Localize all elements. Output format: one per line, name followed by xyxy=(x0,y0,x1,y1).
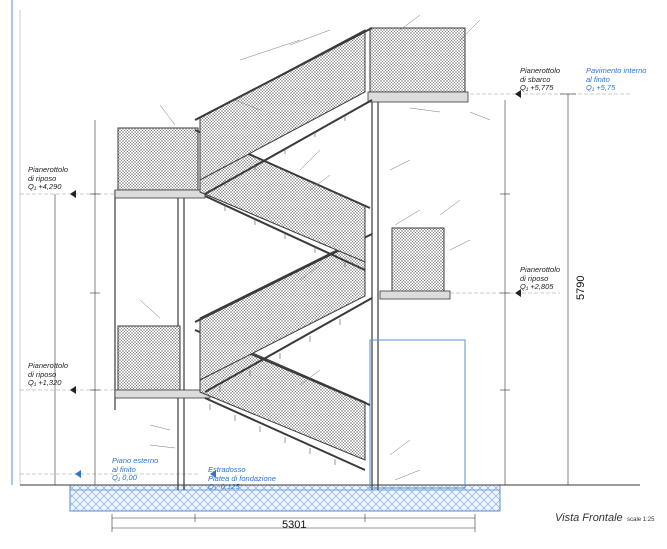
label-landing-top-left: Pianerottolo di riposo Q₁ +4,290 xyxy=(28,165,69,192)
right-dimension-lines xyxy=(500,93,576,486)
label-line-1: Pavimento interno xyxy=(586,66,647,75)
annotation-leaders xyxy=(139,14,491,481)
label-landing-top-right: Pianerottolo di sbarco Q₁ +5,775 xyxy=(520,66,561,93)
railing-bottom-left xyxy=(117,325,181,393)
label-value: Q₁ 0,00 xyxy=(112,473,137,483)
label-ground-floor: Piano esterno al finito Q₁ 0,00 xyxy=(112,456,159,483)
label-line-2: di riposo xyxy=(520,273,549,283)
railing-top-left xyxy=(117,127,199,191)
drawing-scale: scale 1:25 xyxy=(627,517,655,523)
label-line-1: Pianerottolo xyxy=(28,165,69,174)
label-line-1: Pianerottolo xyxy=(28,361,69,370)
landing-slabs xyxy=(114,91,469,399)
label-line-1: Pianerottolo xyxy=(520,265,561,274)
drawing-title-text: Vista Frontale xyxy=(555,512,623,524)
railing-top-right xyxy=(369,27,466,93)
foundation-slab xyxy=(69,484,501,512)
label-foundation: Estradosso Platea di fondazione Q₁ -0,12… xyxy=(208,465,276,492)
label-value: Q₁ +5,75 xyxy=(586,83,616,93)
label-value: Q₁ +4,290 xyxy=(28,182,62,192)
landing-railings xyxy=(117,27,466,393)
label-line-2: Platea di fondazione xyxy=(208,473,276,483)
label-line-2: di sbarco xyxy=(520,74,551,84)
step-marks xyxy=(209,115,346,465)
label-value: Q₁ +5,775 xyxy=(520,83,554,93)
level-lines xyxy=(20,93,630,475)
label-floor-top: Pavimento interno al finito Q₁ +5,75 xyxy=(586,66,647,93)
bottom-dimension-lines xyxy=(111,514,476,532)
label-line-1: Estradosso xyxy=(208,465,246,474)
stair-flights xyxy=(194,27,373,471)
railing-mid-right xyxy=(391,227,445,294)
label-value: Q₁ +2,805 xyxy=(520,282,554,292)
label-landing-mid-right: Pianerottolo di riposo Q₁ +2,805 xyxy=(520,265,561,292)
label-value: Q₁ +1,320 xyxy=(28,378,62,388)
door-opening-outline xyxy=(369,339,466,489)
label-landing-bottom-left: Pianerottolo di riposo Q₁ +1,320 xyxy=(28,361,69,388)
label-value: Q₁ -0,125 xyxy=(208,482,240,492)
drawing-title: Vista Frontale scale 1:25 xyxy=(555,508,654,526)
label-line-2: al finito xyxy=(586,74,610,84)
level-markers xyxy=(70,90,521,478)
left-dimension-lines xyxy=(54,120,100,485)
label-line-2: di riposo xyxy=(28,369,57,379)
dimension-total-width: 5301 xyxy=(282,519,307,531)
label-line-1: Pianerottolo xyxy=(520,66,561,75)
flight-2-railing xyxy=(199,235,366,381)
label-line-2: al finito xyxy=(112,464,136,474)
dimension-total-height: 5790 xyxy=(575,275,587,300)
label-line-1: Piano esterno xyxy=(112,456,159,465)
label-line-2: di riposo xyxy=(28,173,57,183)
